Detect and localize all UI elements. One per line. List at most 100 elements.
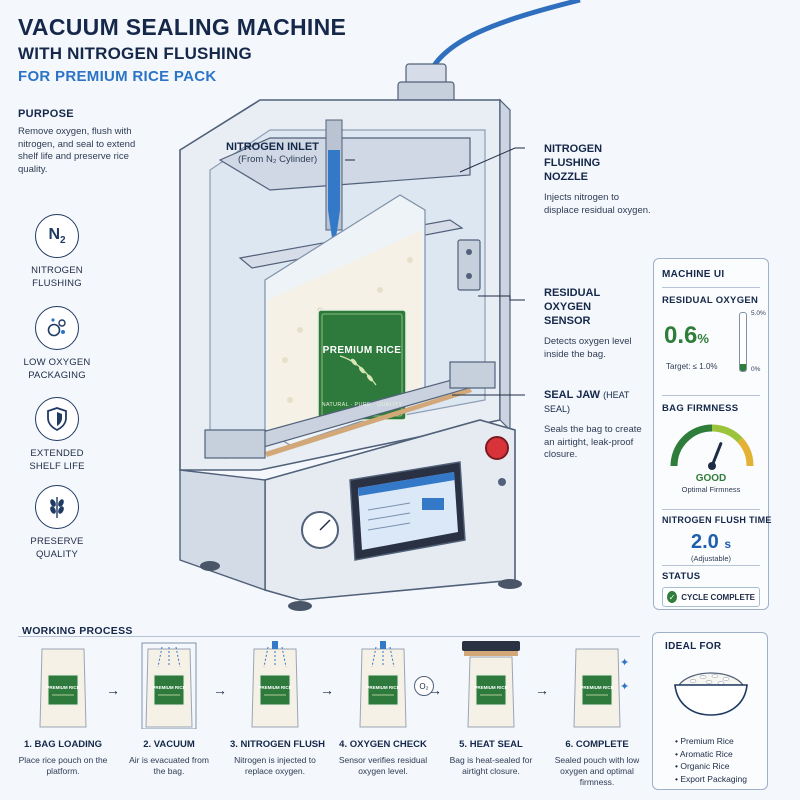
feature-label: LOW OXYGEN PACKAGING bbox=[23, 357, 91, 381]
ideal-for-list: • Premium Rice • Aromatic Rice • Organic… bbox=[675, 735, 747, 785]
top-plate bbox=[218, 137, 471, 191]
list-item: • Premium Rice bbox=[675, 736, 734, 746]
pouch-icon: PREMIUM RICE bbox=[244, 641, 306, 729]
feature-label: EXTENDED SHELF LIFE bbox=[29, 448, 85, 472]
feature-low-oxygen: LOW OXYGEN PACKAGING bbox=[12, 306, 102, 382]
process-step: PREMIUM RICE 2. VACUUM Air is evacuated fr… bbox=[124, 641, 214, 777]
machine-ui-heading: MACHINE UI bbox=[662, 269, 725, 280]
oxygen-scale-min: 0% bbox=[751, 366, 761, 373]
callout-seal-jaw: SEAL JAW (HEAT SEAL) Seals the bag to cr… bbox=[544, 388, 648, 462]
step-desc: Nitrogen is injected to replace oxygen. bbox=[234, 755, 316, 776]
callout-oxygen-sensor: RESIDUAL OXYGEN SENSOR Detects oxygen le… bbox=[544, 286, 644, 361]
callout-title: RESIDUAL OXYGEN SENSOR bbox=[544, 287, 601, 327]
mini-label-title: PREMIUM RICE bbox=[258, 685, 292, 690]
step-title: 2. VACUUM bbox=[143, 739, 195, 750]
process-step: PREMIUM RICE 5. HEAT SEAL Bag is heat-seal… bbox=[446, 641, 536, 777]
callout-desc: Detects oxygen level inside the bag. bbox=[544, 336, 632, 360]
bubbles-icon bbox=[35, 306, 79, 350]
title-line-2: WITH NITROGEN FLUSHING bbox=[18, 44, 252, 63]
list-item: • Organic Rice bbox=[675, 761, 730, 771]
step-title: 6. COMPLETE bbox=[565, 739, 629, 750]
machine-illustration bbox=[179, 0, 581, 611]
mini-label-title: PREMIUM RICE bbox=[366, 685, 400, 690]
ideal-for-panel: IDEAL FOR • Premium Rice • Aromatic Rice… bbox=[652, 632, 768, 790]
check-icon: ✓ bbox=[667, 591, 678, 603]
step-desc: Sensor verifies residual oxygen level. bbox=[338, 755, 428, 776]
sparkle-icon: ✦ bbox=[620, 681, 630, 693]
mini-label-title: PREMIUM RICE bbox=[46, 685, 80, 690]
step-title: 1. BAG LOADING bbox=[23, 739, 103, 750]
callout-desc: Injects nitrogen to displace residual ox… bbox=[544, 192, 651, 216]
feature-label: NITROGEN FLUSHING bbox=[31, 265, 83, 289]
step-title: 5. HEAT SEAL bbox=[459, 739, 523, 750]
nitrogen-hose bbox=[425, 0, 581, 79]
callout-title-small: (HEAT SEAL) bbox=[544, 390, 630, 414]
list-item: • Aromatic Rice bbox=[675, 748, 733, 759]
process-step: PREMIUM RICE 1. BAG LOADING Place rice pou… bbox=[18, 641, 108, 777]
callout-nozzle: NITROGEN FLUSHING NOZZLE Injects nitroge… bbox=[544, 142, 654, 217]
step-title: 4. OXYGEN CHECK bbox=[339, 739, 427, 750]
firmness-sub: Optimal Firmness bbox=[681, 485, 741, 494]
rice-bowl-icon bbox=[674, 672, 748, 716]
hose-connector bbox=[405, 63, 447, 85]
arrow-right-icon: → bbox=[320, 682, 334, 698]
oxygen-heading: RESIDUAL OXYGEN bbox=[662, 295, 759, 306]
feature-shelf-life: EXTENDED SHELF LIFE bbox=[12, 397, 102, 473]
step-title: 3. NITROGEN FLUSH bbox=[230, 739, 326, 750]
purpose-text: Remove oxygen, flush with nitrogen, and … bbox=[18, 126, 136, 175]
step-desc: Bag is heat-sealed for airtight closure. bbox=[449, 755, 533, 776]
residual-oxygen-section: RESIDUAL OXYGEN 0.6% Target: ≤ 1.0% 5.0%… bbox=[654, 295, 768, 376]
flush-value: 2.0 s bbox=[690, 531, 732, 553]
feature-label: PRESERVE QUALITY bbox=[30, 536, 84, 560]
callout-title: NITROGEN FLUSHING NOZZLE bbox=[544, 143, 603, 183]
callout-title: SEAL JAW bbox=[544, 389, 601, 401]
flush-time-section: NITROGEN FLUSH TIME 2.0 s (Adjustable) bbox=[654, 515, 772, 563]
bag-label bbox=[317, 309, 407, 421]
oxygen-sensor bbox=[457, 239, 481, 291]
process-step: PREMIUM RICE 3. NITROGEN FLUSH Nitrogen is… bbox=[230, 641, 326, 777]
firmness-gauge-icon bbox=[670, 424, 754, 470]
oxygen-level-bar bbox=[739, 312, 747, 372]
title-line-1: VACUUM SEALING MACHINE bbox=[18, 14, 347, 40]
nitrogen-nozzle bbox=[328, 150, 340, 210]
ideal-for-heading: IDEAL FOR bbox=[665, 641, 722, 652]
oxygen-scale-max: 5.0% bbox=[751, 310, 766, 317]
bag-label-tagline: NATURAL · PURE · QUALITY bbox=[321, 402, 403, 408]
bag-firmness-section: BAG FIRMNESS GOOD Optimal Firmness bbox=[654, 403, 768, 494]
step-desc: Place rice pouch on the platform. bbox=[18, 755, 108, 776]
arrow-right-icon: → bbox=[535, 682, 549, 698]
mini-label-title: PREMIUM RICE bbox=[474, 685, 508, 690]
flush-heading: NITROGEN FLUSH TIME bbox=[662, 515, 772, 525]
callout-title: NITROGEN INLET bbox=[226, 141, 319, 153]
oxygen-value: 0.6% bbox=[664, 322, 709, 349]
title-line-3: FOR PREMIUM RICE PACK bbox=[18, 68, 217, 85]
callout-sub: (From N₂ Cylinder) bbox=[238, 154, 318, 165]
callout-nitrogen-inlet: NITROGEN INLET (From N₂ Cylinder) bbox=[226, 140, 319, 167]
status-badge: ✓ CYCLE COMPLETE bbox=[662, 587, 760, 607]
firmness-heading: BAG FIRMNESS bbox=[662, 403, 739, 414]
sparkle-icon: ✦ bbox=[620, 657, 630, 669]
emergency-stop-button[interactable] bbox=[485, 436, 509, 460]
pouch-icon: PREMIUM RICE bbox=[138, 641, 200, 730]
oxygen-target: Target: ≤ 1.0% bbox=[666, 362, 718, 371]
pouch-icon: PREMIUM RICE bbox=[32, 641, 94, 729]
flush-sub: (Adjustable) bbox=[690, 554, 732, 563]
status-value: CYCLE COMPLETE bbox=[681, 592, 755, 602]
bag-label-title: PREMIUM RICE bbox=[322, 345, 402, 356]
callout-desc: Seals the bag to create an airtight, lea… bbox=[544, 424, 642, 460]
n2-icon: N2 bbox=[35, 214, 79, 258]
pouch-icon: PREMIUM RICE bbox=[352, 641, 414, 729]
firmness-value: GOOD bbox=[695, 473, 727, 484]
feature-nitrogen-flushing: N2 NITROGEN FLUSHING bbox=[12, 214, 102, 290]
pouch-icon: PREMIUM RICE bbox=[460, 641, 522, 729]
step-desc: Air is evacuated from the bag. bbox=[129, 755, 209, 776]
status-section: STATUS ✓ CYCLE COMPLETE bbox=[654, 571, 768, 607]
status-heading: STATUS bbox=[662, 571, 701, 582]
o2-badge-icon: O₂ bbox=[414, 676, 434, 696]
feature-preserve-quality: PRESERVE QUALITY bbox=[12, 485, 102, 561]
purpose-heading: PURPOSE bbox=[18, 108, 74, 120]
process-heading: WORKING PROCESS bbox=[22, 625, 133, 637]
mini-label-title: PREMIUM RICE bbox=[580, 685, 614, 690]
machine-ui-panel: MACHINE UI RESIDUAL OXYGEN 0.6% Target: … bbox=[653, 258, 772, 610]
